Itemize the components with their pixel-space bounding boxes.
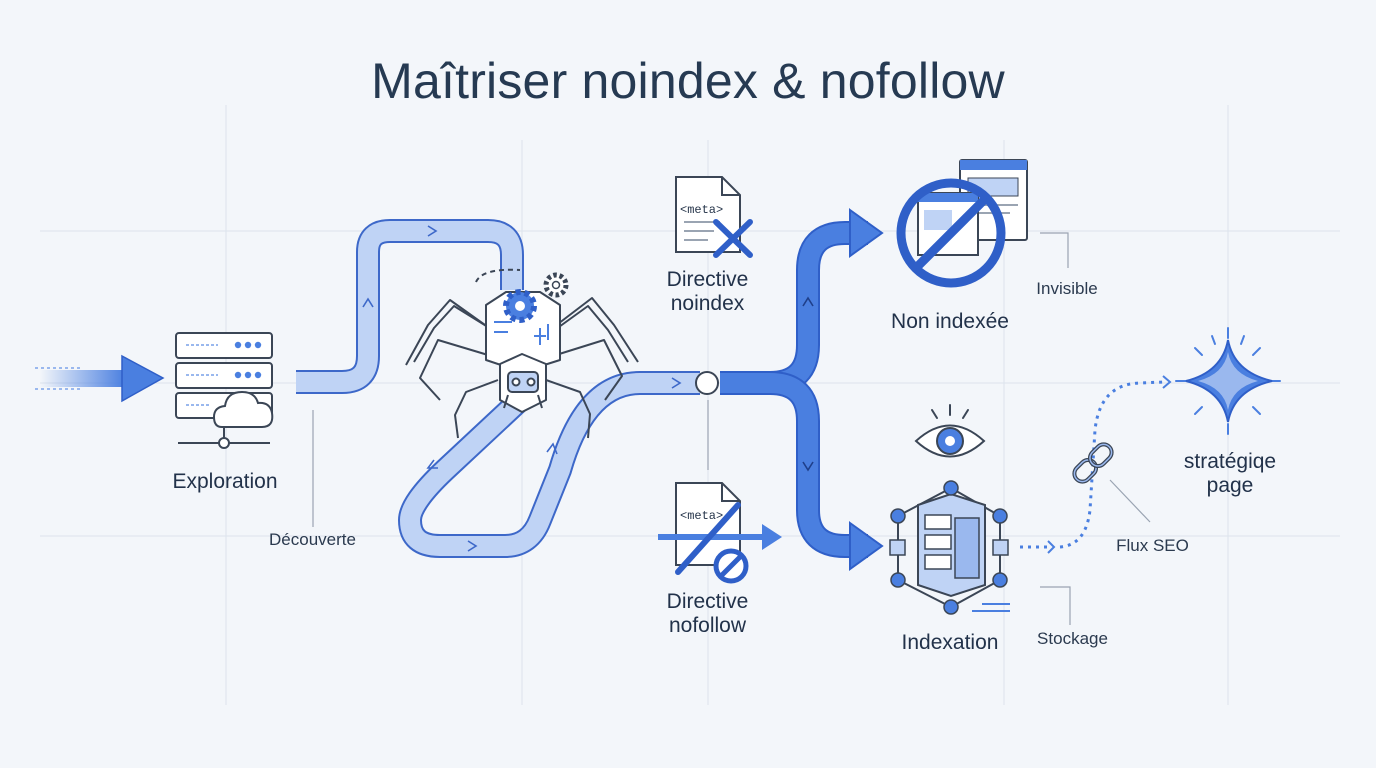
prohibited-icon bbox=[896, 178, 1006, 288]
label-flux-seo: Flux SEO bbox=[1116, 536, 1189, 555]
label-directive-nofollow: Directive nofollow bbox=[640, 590, 775, 638]
label-directive-noindex: Directive noindex bbox=[640, 268, 775, 316]
page-title: Maîtriser noindex & nofollow bbox=[371, 53, 1005, 109]
cross-icon bbox=[713, 219, 753, 258]
label-non-indexee: Non indexée bbox=[891, 310, 1009, 333]
eye-icon bbox=[914, 404, 986, 458]
junction-node bbox=[695, 371, 719, 395]
label-invisible: Invisible bbox=[1036, 279, 1098, 298]
label-strategique-line2: page bbox=[1206, 474, 1254, 497]
gear-icon bbox=[503, 272, 569, 323]
spider-robot-icon bbox=[405, 268, 639, 439]
arrow-right-icon bbox=[35, 354, 165, 403]
label-stockage: Stockage bbox=[1037, 629, 1108, 648]
meta-tag-noindex: <meta> bbox=[680, 203, 723, 217]
label-decouverte: Découverte bbox=[269, 530, 356, 549]
callout-lines bbox=[312, 232, 1151, 625]
server-icon bbox=[175, 332, 273, 449]
label-directive-noindex-line2: noindex bbox=[670, 292, 745, 315]
sparkle-star-icon bbox=[1175, 327, 1281, 435]
crawl-path bbox=[296, 219, 700, 558]
meta-tag-nofollow: <meta> bbox=[680, 509, 723, 523]
label-indexation: Indexation bbox=[901, 631, 999, 654]
label-directive-nofollow-line2: nofollow bbox=[668, 614, 747, 637]
link-chain-icon bbox=[1072, 442, 1114, 484]
label-directive-noindex-line1: Directive bbox=[666, 268, 749, 291]
branch-arrows bbox=[720, 208, 884, 571]
seo-flow-path bbox=[1020, 375, 1172, 554]
prohibited-icon bbox=[713, 548, 749, 584]
document-icon bbox=[658, 482, 782, 575]
label-exploration: Exploration bbox=[172, 470, 278, 493]
database-cube-icon bbox=[889, 480, 1010, 615]
label-directive-nofollow-line1: Directive bbox=[666, 590, 749, 613]
label-strategique-page: stratégiqe page bbox=[1160, 450, 1300, 498]
label-strategique-line1: stratégiqe bbox=[1183, 450, 1277, 473]
cloud-icon bbox=[212, 390, 274, 428]
